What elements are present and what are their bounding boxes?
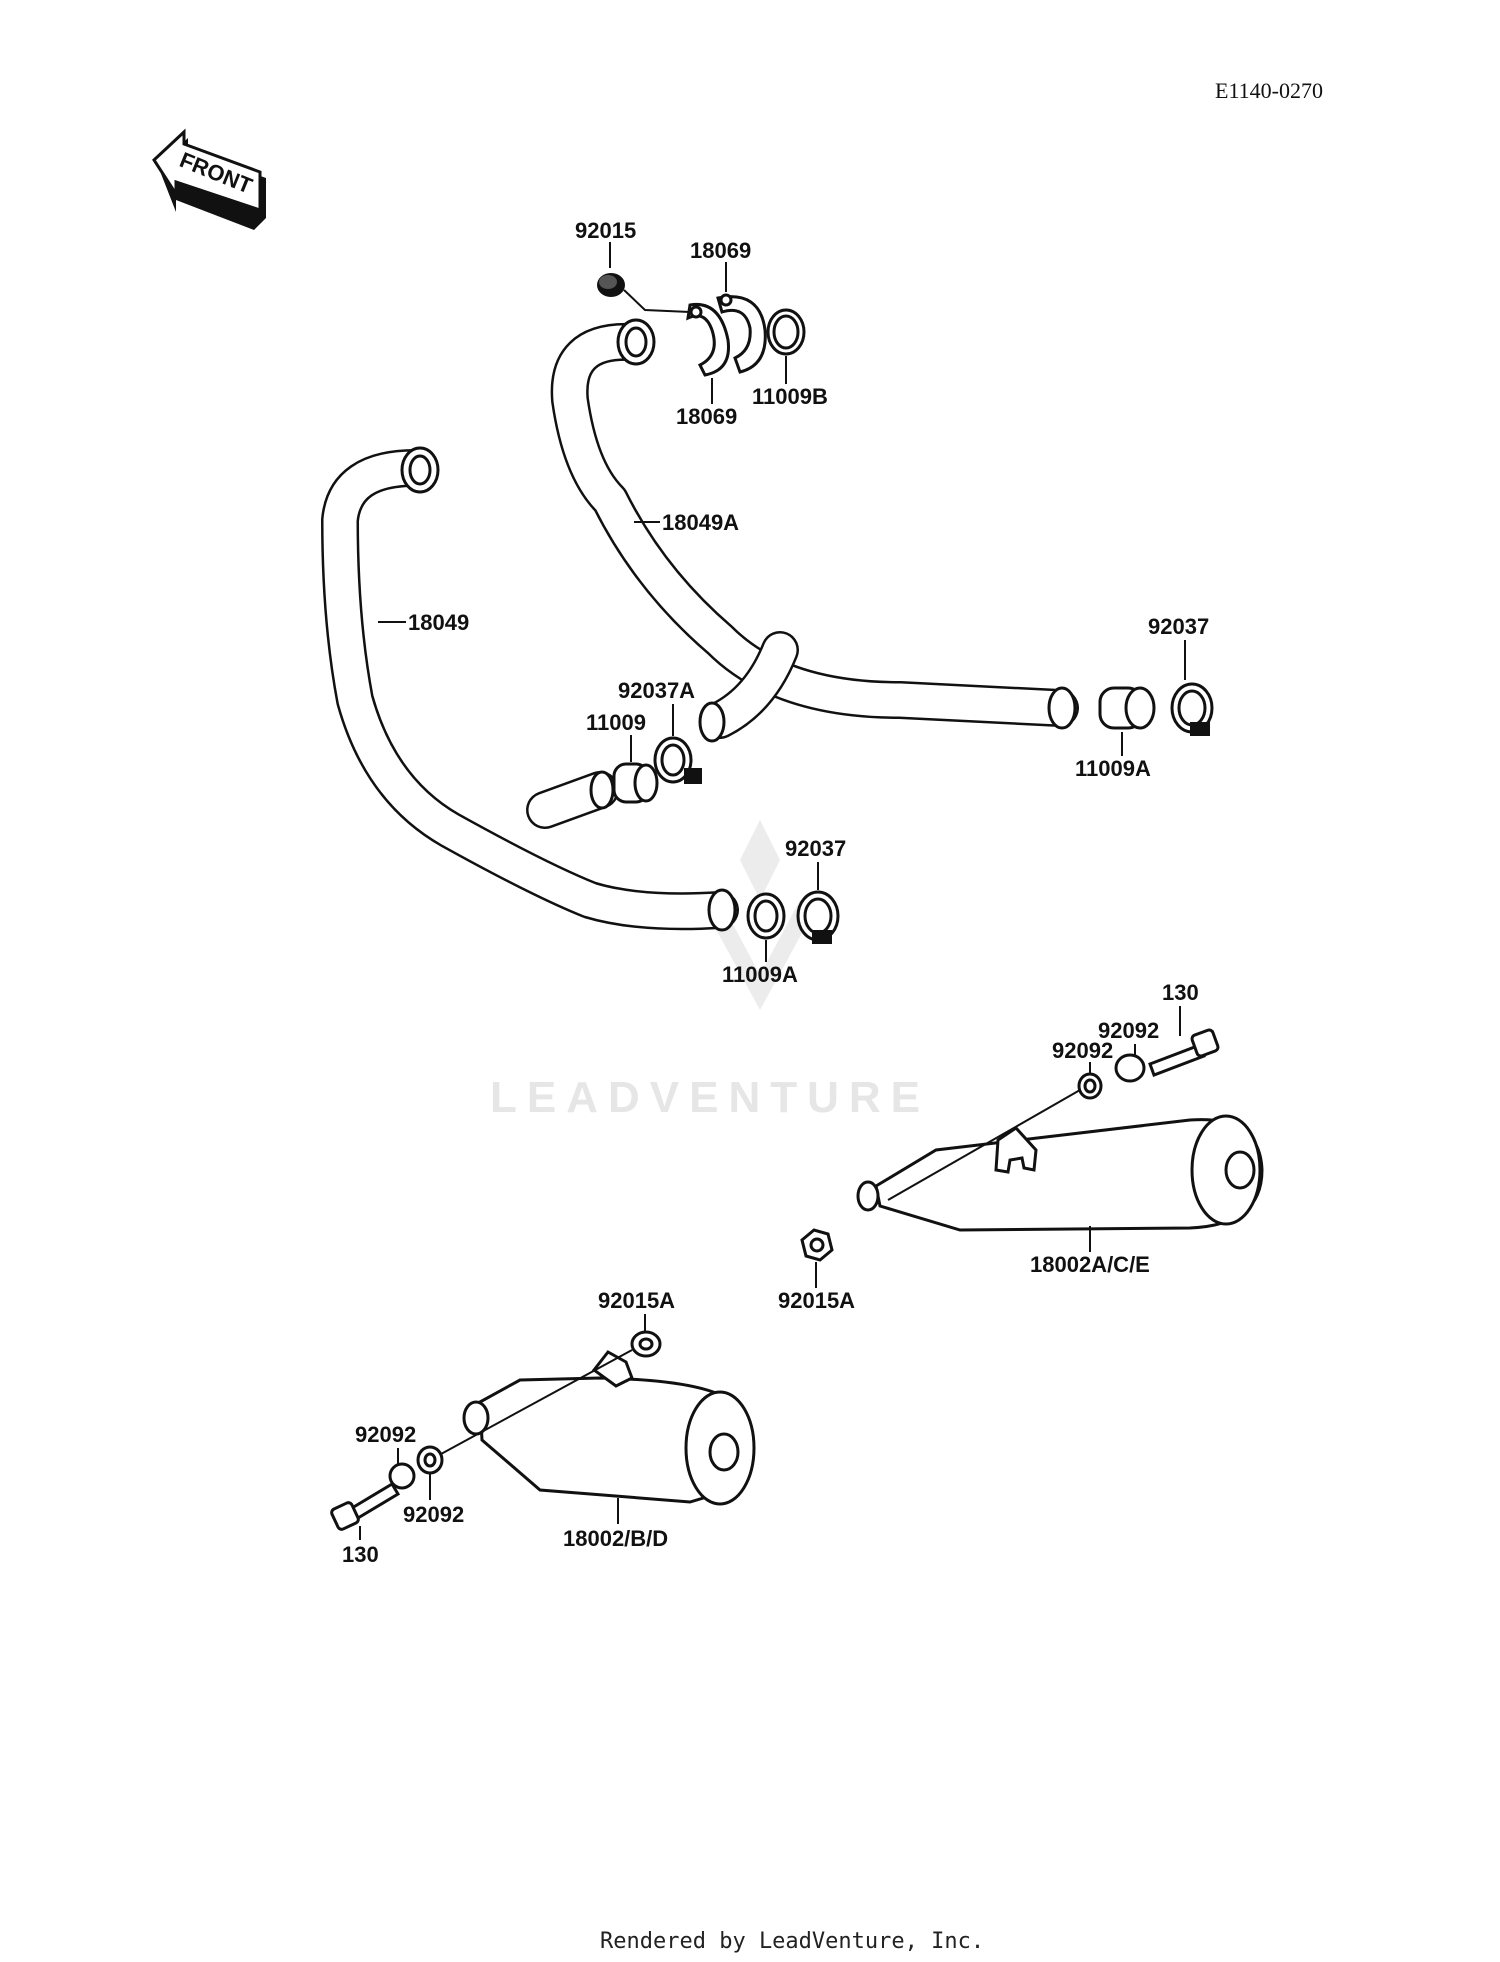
clamp-92037-right [1170, 682, 1214, 736]
label-18002BD: 18002/B/D [563, 1526, 668, 1551]
muffler-18002BD [462, 1350, 756, 1506]
label-92037A: 92037A [618, 678, 695, 703]
label-92015A-left: 92015A [598, 1288, 675, 1313]
label-18069-bottom: 18069 [676, 404, 737, 429]
muffler-18002ACE [856, 1114, 1264, 1232]
label-92092-left-upper: 92092 [355, 1422, 416, 1447]
label-11009A-mid: 11009A [722, 962, 798, 987]
label-92092-right-upper: 92092 [1098, 1018, 1159, 1043]
label-92092-right-lower: 92092 [1052, 1038, 1113, 1063]
label-92092-left-lower: 92092 [403, 1502, 464, 1527]
label-92015: 92015 [575, 218, 636, 243]
gasket-11009A-right [1098, 686, 1156, 730]
label-11009: 11009 [586, 710, 646, 735]
footer-credit: Rendered by LeadVenture, Inc. [600, 1929, 984, 1954]
label-130-right: 130 [1162, 980, 1199, 1005]
label-11009A-right: 11009A [1075, 756, 1151, 781]
label-92015A-right: 92015A [778, 1288, 855, 1313]
gasket-11009 [612, 762, 659, 804]
bolt-130-left [330, 1481, 401, 1531]
label-92037-right: 92037 [1148, 614, 1209, 639]
label-18002ACE: 18002A/C/E [1030, 1252, 1150, 1277]
watermark-text: LEADVENTURE [490, 1073, 930, 1122]
label-92037-mid: 92037 [785, 836, 846, 861]
header-pipe-18049A [550, 318, 1079, 743]
front-arrow-icon: FRONT [152, 128, 266, 230]
bolt-130-right [1148, 1028, 1220, 1077]
label-18069-top: 18069 [690, 238, 751, 263]
header-pipe-18049 [321, 446, 739, 932]
label-18049: 18049 [408, 610, 469, 635]
label-11009B: 11009B [752, 384, 828, 409]
washer-92092-right [887, 1053, 1146, 1201]
label-18049A: 18049A [662, 510, 739, 535]
washer-92092-left [388, 1445, 444, 1490]
leader-lines [359, 242, 1186, 1540]
diagram-code: E1140-0270 [1215, 78, 1323, 103]
flange-18069 [686, 293, 767, 377]
gasket-11009B [766, 308, 806, 356]
gasket-11009A-mid [746, 892, 786, 940]
clamp-92037A [653, 736, 702, 784]
clamp-92037-mid [796, 890, 840, 944]
nut-92015A-right [800, 1228, 834, 1262]
nut-92015 [597, 273, 691, 313]
label-130-left: 130 [342, 1542, 379, 1567]
